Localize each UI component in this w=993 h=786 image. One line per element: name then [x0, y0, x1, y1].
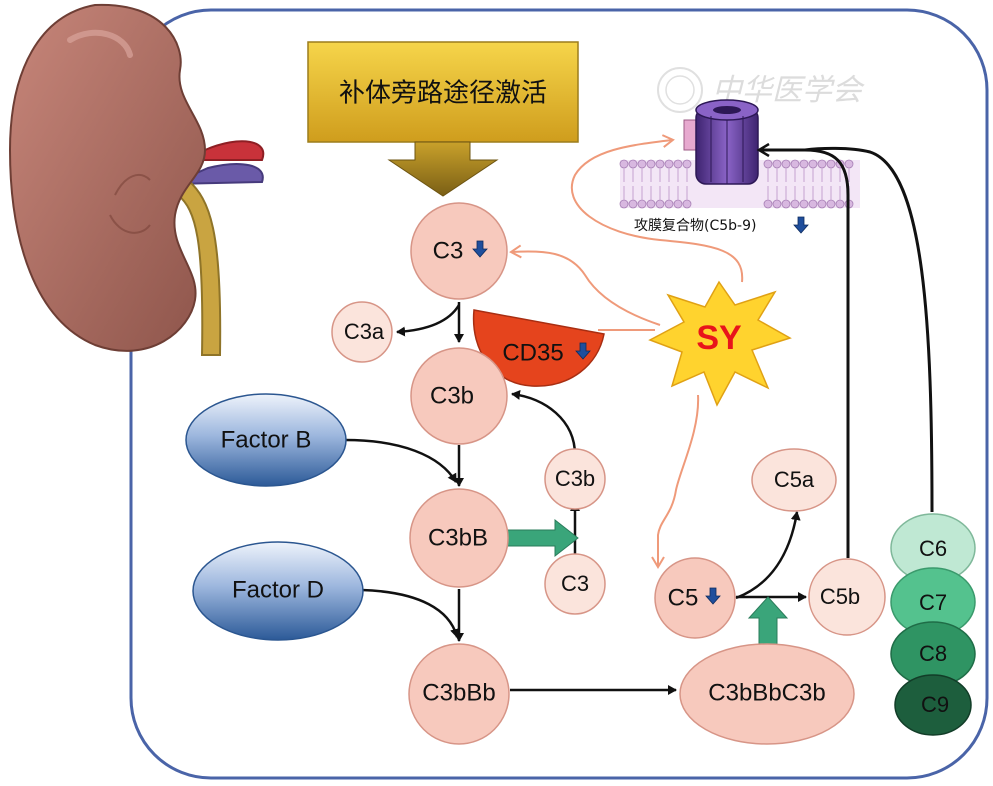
lipid-head: [790, 159, 800, 169]
mac-label: 攻膜复合物(C5b-9): [634, 216, 809, 234]
node-c5a: C5a: [751, 448, 837, 512]
node-factor-d-label: Factor D: [232, 576, 324, 603]
sy-starburst: SY: [648, 280, 792, 407]
lipid-head: [772, 159, 782, 169]
lipid-head: [817, 159, 827, 169]
mac-label-text: 攻膜复合物(C5b-9): [634, 217, 756, 234]
node-c3b-main-label: C3b: [430, 382, 474, 409]
node-c5: C5: [654, 557, 736, 639]
node-c3-side-label: C3: [561, 571, 589, 596]
c5-down-arrow-icon: [705, 587, 721, 605]
lipid-head: [655, 199, 665, 209]
cd35-down-arrow-icon: [575, 342, 591, 360]
lipid-head: [664, 199, 674, 209]
title-text: 补体旁路途径激活: [339, 79, 547, 109]
lipid-head: [844, 159, 854, 169]
node-c3bb-label: C3bB: [428, 524, 488, 551]
lipid-head: [781, 159, 791, 169]
node-c3a-label: C3a: [344, 319, 385, 344]
node-c5b: C5b: [808, 558, 886, 636]
lipid-head: [772, 199, 782, 209]
green-arrows: [506, 518, 789, 647]
lipid-head: [637, 159, 647, 169]
arrow-factord-to-c3bbb: [361, 588, 460, 638]
lipid-head: [826, 199, 836, 209]
node-c7-label: C7: [919, 590, 947, 615]
mac-assembly-arrows: [760, 146, 934, 558]
node-c3bb: C3bB: [409, 488, 509, 588]
mac-down-arrow-icon: [793, 216, 809, 234]
lipid-head: [673, 199, 683, 209]
arrow-c3-to-c3a: [396, 304, 461, 337]
green-arrow-c3bbbc3b-to-c5: [747, 596, 789, 647]
node-c5-label: C5: [668, 584, 699, 611]
lipid-head: [628, 159, 638, 169]
lipid-head: [790, 199, 800, 209]
lipid-head: [763, 159, 773, 169]
node-c5b-label: C5b: [820, 584, 860, 609]
title-box: 补体旁路途径激活: [307, 41, 579, 197]
arrow-c6-to-mac: [804, 146, 934, 513]
sy-to-c3-arrow: [509, 244, 661, 326]
pathway-arrows: [344, 302, 807, 695]
lipid-head: [817, 199, 827, 209]
node-c9: [894, 674, 972, 736]
kidney-illustration: [8, 3, 265, 356]
mac-channel-icon: [683, 99, 759, 185]
cd35-label: CD35: [502, 339, 563, 366]
arrow-c3bside-to-c3bmain: [511, 390, 577, 456]
lipid-head: [646, 199, 656, 209]
node-c6-label: C6: [919, 536, 947, 561]
node-c3b-main: C3b: [410, 347, 508, 445]
cd35-receptor: CD35: [472, 309, 605, 387]
sy-to-mac-arrow: [570, 134, 744, 283]
arrow-factorb-to-c3bb: [344, 438, 458, 483]
sy-label: SY: [696, 319, 742, 357]
node-c3: C3: [410, 202, 508, 300]
node-c3-side: C3: [544, 553, 606, 615]
lipid-head: [619, 199, 629, 209]
node-factor-d: Factor D: [192, 541, 364, 641]
node-c5a-label: C5a: [774, 467, 815, 492]
terminal-components: C6 C7 C8 C9: [890, 513, 976, 736]
sy-to-c5-arrow: [651, 394, 700, 569]
node-factor-b-label: Factor B: [221, 426, 312, 453]
lipid-head: [682, 159, 692, 169]
lipid-head: [682, 199, 692, 209]
arrow-c5-to-c5a: [735, 511, 801, 600]
node-c3-label: C3: [433, 237, 464, 264]
node-c3b-side: C3b: [544, 448, 606, 510]
lipid-head: [637, 199, 647, 209]
lipid-head: [826, 159, 836, 169]
lipid-head: [646, 159, 656, 169]
lipid-head: [655, 159, 665, 169]
cell-frame: [129, 8, 989, 780]
lipid-head: [781, 199, 791, 209]
lipid-head: [808, 159, 818, 169]
node-factor-b: Factor B: [185, 393, 347, 487]
lipid-head: [664, 159, 674, 169]
sy-effect-arrows: [509, 134, 744, 569]
lipid-head: [799, 199, 809, 209]
node-c3bbb: C3bBb: [408, 643, 510, 745]
node-c3b-side-label: C3b: [555, 466, 595, 491]
lipid-head: [799, 159, 809, 169]
node-c9-label: C9: [921, 692, 949, 717]
lipid-head: [619, 159, 629, 169]
lipid-head: [673, 159, 683, 169]
node-c3bbbc3b-label: C3bBbC3b: [708, 679, 825, 706]
lipid-head: [763, 199, 773, 209]
lipid-head: [808, 199, 818, 209]
node-c3bbbc3b: C3bBbC3b: [679, 643, 855, 745]
lipid-head: [835, 199, 845, 209]
node-c8-label: C8: [919, 641, 947, 666]
lipid-head: [628, 199, 638, 209]
green-arrow-c3bb-to-c3: [506, 518, 579, 558]
watermark: 中华医学会: [657, 67, 865, 113]
node-c3a: C3a: [331, 301, 393, 363]
node-c3bbb-label: C3bBb: [422, 679, 495, 706]
c3-down-arrow-icon: [472, 240, 488, 258]
